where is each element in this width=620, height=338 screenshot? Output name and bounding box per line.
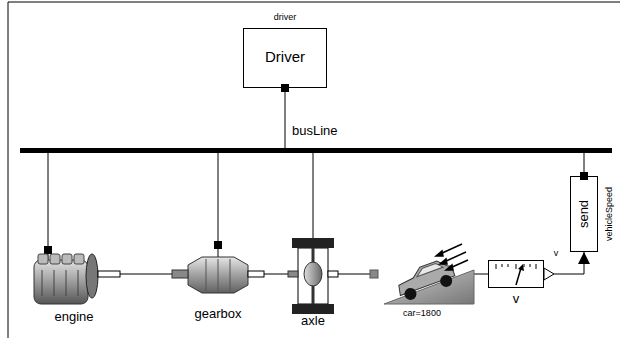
bus-connection (285, 88, 286, 148)
speed-sensor: vv (482, 248, 570, 310)
drawing-part (172, 270, 188, 278)
component-name: gearbox (172, 307, 264, 322)
drawing-part (188, 257, 248, 293)
frame-line (8, 2, 620, 338)
drawing-part (415, 261, 443, 276)
bus-bar (20, 148, 612, 153)
drawing-part (98, 271, 120, 277)
drawing-part (218, 249, 219, 257)
connector-square (281, 84, 289, 92)
drawing-part (230, 259, 231, 291)
signal-name: vehicleSpeed (604, 187, 614, 241)
drawing-part (74, 254, 84, 264)
drawing-part (38, 254, 48, 264)
drawing-part (78, 270, 79, 296)
component-name: engine (28, 310, 120, 325)
driver-block: driverDriver (240, 12, 330, 92)
drawing-part (214, 241, 222, 249)
drawing-part (438, 273, 453, 288)
bus-line: busLine (20, 120, 612, 154)
gearbox-component: gearbox (172, 233, 264, 328)
car-icon (370, 242, 474, 306)
engine-component: engine (28, 238, 120, 328)
drawing-part (530, 264, 531, 267)
drawing-part (436, 244, 468, 270)
drawing-part (394, 257, 455, 296)
drawing-part (403, 286, 418, 301)
component-parameter: car=1800 (370, 308, 474, 318)
block-title: Driver (250, 48, 320, 65)
send-block: send vehicleSpeed (566, 176, 614, 256)
bus-connection (218, 153, 219, 241)
drawing-part (54, 270, 55, 296)
component-name: v (488, 292, 544, 307)
connector-square (580, 172, 588, 180)
drawing-part (446, 265, 453, 270)
shaft-connection (264, 274, 288, 275)
bus-connection (313, 153, 314, 238)
drawing-part (304, 262, 322, 286)
drawing-part (489, 261, 544, 288)
bus-connection (554, 252, 584, 274)
drawing-part (298, 248, 328, 304)
output-name: v (550, 248, 562, 258)
car-component: car=1800 (370, 240, 474, 324)
drawing-part (86, 254, 98, 298)
speed-sensor-icon (488, 260, 554, 288)
block-title: send (577, 200, 592, 228)
engine-icon (28, 246, 120, 310)
drawing-part (370, 270, 378, 278)
axle-icon (288, 238, 338, 314)
drawing-part (440, 244, 462, 254)
drawing-part (496, 264, 536, 285)
drawing-part (292, 304, 334, 314)
drawing-part (44, 246, 52, 254)
drawing-part (288, 271, 298, 277)
drawing-part (328, 271, 338, 277)
drawing-part (518, 264, 524, 271)
drawing-part (292, 238, 334, 248)
bus-connection (48, 153, 49, 246)
drawing-part (50, 254, 60, 264)
shaft-connection (474, 274, 488, 275)
drawing-part (516, 264, 517, 269)
drawing-part (496, 264, 497, 269)
drawing-part (66, 270, 67, 296)
component-name: axle (278, 314, 348, 329)
drawing-part (436, 251, 443, 256)
drawing-part (34, 260, 88, 304)
drawing-part (394, 257, 458, 303)
shaft-connection (120, 274, 172, 275)
drawing-part (508, 264, 509, 267)
drawing-part (544, 268, 554, 280)
drawing-part (444, 252, 466, 262)
drawing-part (440, 259, 447, 264)
drawing-part (206, 259, 207, 291)
shaft-connection (338, 274, 370, 275)
axle-component: axle (288, 234, 338, 334)
gearbox-icon (172, 241, 264, 301)
drawing-part (42, 270, 43, 296)
drawing-part (248, 271, 264, 277)
drawing-part (218, 259, 219, 291)
instance-name: driver (240, 12, 330, 22)
drawing-part (536, 264, 537, 269)
drawing-part (516, 268, 521, 285)
drawing-part (62, 254, 72, 264)
bus-name: busLine (292, 124, 362, 139)
drawing-part (502, 264, 503, 267)
drawing-part (524, 264, 525, 267)
